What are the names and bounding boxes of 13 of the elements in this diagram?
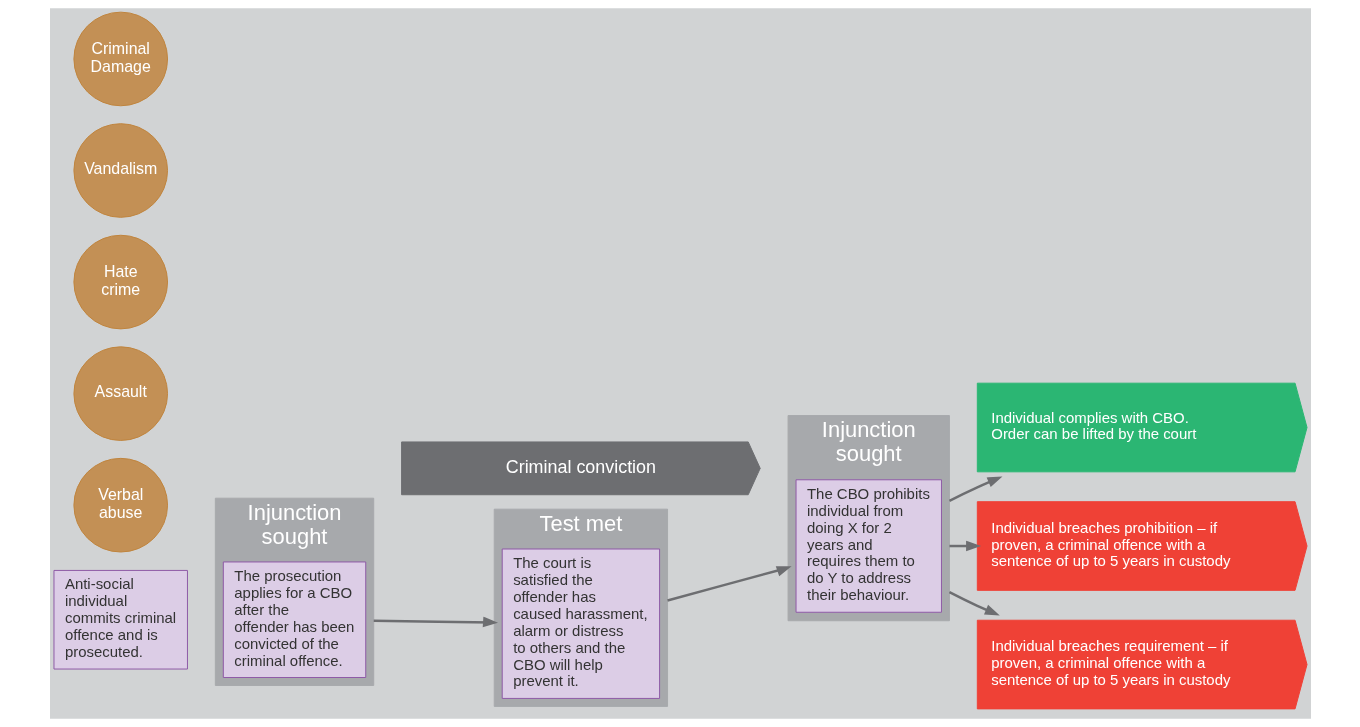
arrow: [948, 591, 1000, 616]
node-circle: Hate crime: [72, 234, 168, 330]
node-circle: Criminal Damage: [72, 11, 168, 107]
node-circle: Verbal abuse: [72, 457, 168, 553]
node-box: Anti-social individual commits criminal offence and is prosecuted.: [53, 569, 188, 670]
node-circle: Assault: [72, 346, 168, 441]
arrow: [666, 566, 792, 602]
node-box: The prosecution applies for a CBO after the offender has been convicted of the criminal offence.: [222, 561, 366, 678]
node-box: The court is satisfied the offender has caused harassment, alarm or distress to others and the CBO will help prevent it.: [501, 548, 660, 699]
node-box: The CBO prohibits individual from doing X for 2 years and requires them to do Y to address their behaviour.: [795, 479, 942, 613]
arrow: [373, 616, 498, 628]
node-circle: Vandalism: [72, 123, 168, 218]
arrow: [948, 476, 1002, 502]
